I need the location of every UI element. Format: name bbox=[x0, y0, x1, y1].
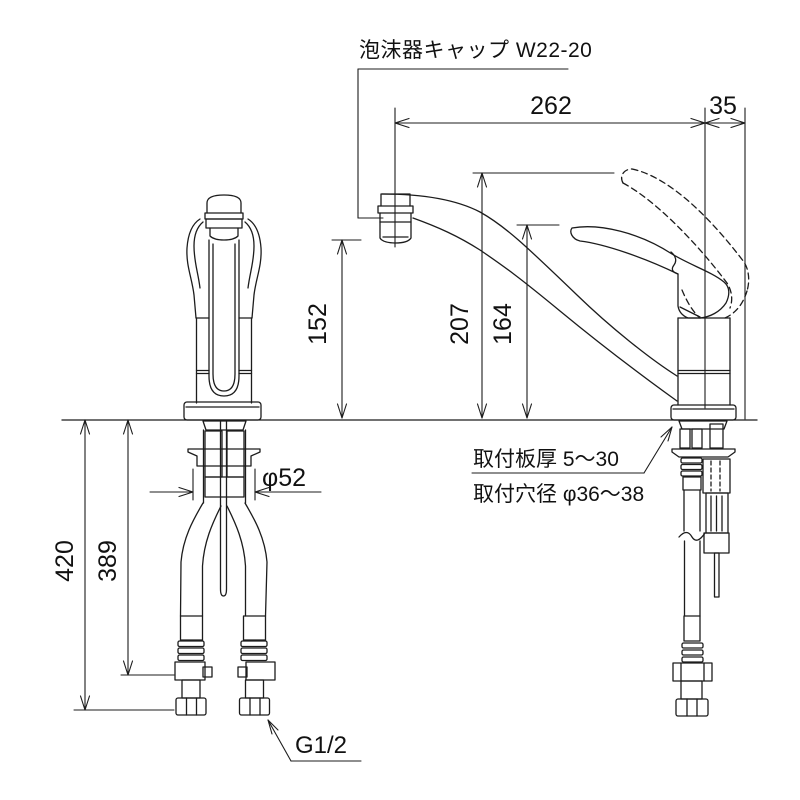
dimension-389: 389 bbox=[94, 419, 175, 676]
dimension-phi52: φ52 bbox=[149, 464, 322, 501]
mounting-flange bbox=[187, 448, 261, 467]
mounting-stud bbox=[709, 423, 724, 449]
dim-389-label: 389 bbox=[94, 540, 122, 582]
dim-420-label: 420 bbox=[51, 540, 79, 582]
fitting-side bbox=[672, 662, 713, 717]
mounting-bracket bbox=[702, 458, 731, 598]
side-base-flange bbox=[670, 404, 737, 421]
dim-152-label: 152 bbox=[304, 303, 332, 345]
front-base-flange bbox=[183, 401, 262, 421]
side-view bbox=[377, 168, 750, 421]
mount-hole-label: 取付穴径 φ36〜38 bbox=[473, 483, 644, 506]
fitting-left bbox=[174, 661, 213, 716]
dim-207-label: 207 bbox=[446, 303, 474, 345]
supply-hose-right bbox=[244, 502, 268, 617]
spout-bottom-edge bbox=[412, 217, 678, 402]
pipe-break-symbol bbox=[678, 531, 706, 541]
fitting-right bbox=[237, 661, 276, 716]
front-view bbox=[183, 194, 262, 421]
handle-lever bbox=[570, 226, 730, 319]
dim-phi52-label: φ52 bbox=[262, 464, 306, 492]
front-handle-cap bbox=[206, 194, 242, 214]
side-under-counter bbox=[671, 420, 736, 717]
spout-top-edge bbox=[381, 193, 678, 377]
dim-35-label: 35 bbox=[709, 92, 737, 120]
mount-thickness-label: 取付板厚 5〜30 bbox=[473, 448, 619, 471]
front-under-counter bbox=[174, 420, 276, 716]
aerator-cap-label: 泡沫器キャップ W22-20 bbox=[359, 39, 592, 62]
dim-262-label: 262 bbox=[530, 92, 572, 120]
callout-aerator: 泡沫器キャップ W22-20 bbox=[357, 39, 592, 219]
dimension-35: 35 bbox=[704, 92, 746, 420]
thread-size-label: G1/2 bbox=[295, 732, 347, 759]
supply-hose-left bbox=[179, 502, 204, 617]
dimension-152: 152 bbox=[304, 239, 362, 419]
side-body bbox=[670, 317, 737, 421]
dimension-164: 164 bbox=[489, 224, 560, 419]
handle-lever-raised-dashed bbox=[620, 168, 750, 319]
dimension-262: 262 bbox=[394, 92, 706, 409]
side-flange-washer bbox=[671, 448, 736, 458]
callout-mounting: 取付板厚 5〜30 取付穴径 φ36〜38 bbox=[471, 426, 673, 506]
callout-thread: G1/2 bbox=[267, 719, 362, 762]
dim-164-label: 164 bbox=[489, 303, 517, 345]
dimension-420: 420 bbox=[51, 419, 175, 711]
dimension-207: 207 bbox=[446, 172, 615, 419]
